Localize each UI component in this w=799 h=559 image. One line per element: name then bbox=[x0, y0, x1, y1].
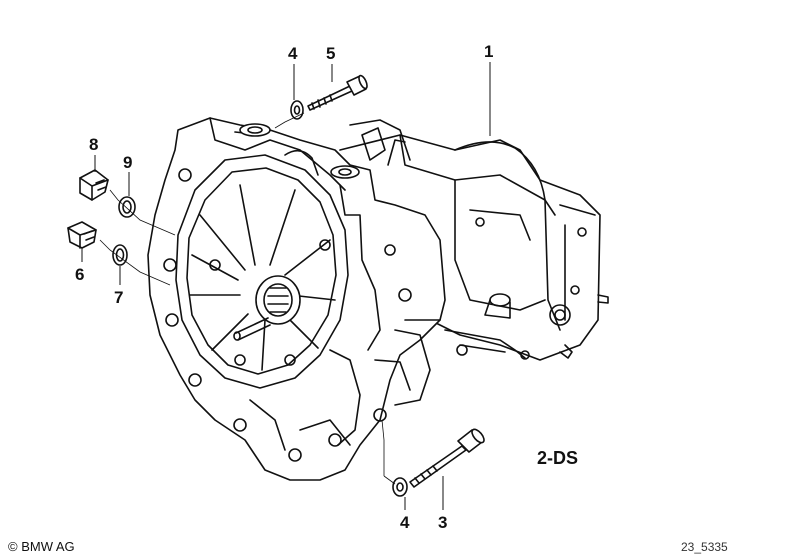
seal-ring-lower bbox=[112, 244, 128, 266]
washer-bottom bbox=[392, 477, 408, 497]
seal-ring-upper bbox=[118, 196, 136, 218]
callout-9: 9 bbox=[123, 153, 133, 172]
callout-8: 8 bbox=[89, 135, 99, 154]
copyright-notice: © BMW AG bbox=[8, 539, 75, 554]
figure-id: 23_5335 bbox=[681, 540, 728, 554]
callout-6: 6 bbox=[75, 265, 85, 284]
callout-1: 1 bbox=[484, 42, 494, 61]
plug-lower bbox=[67, 221, 97, 249]
variant-label: 2-DS bbox=[537, 448, 579, 468]
callout-7: 7 bbox=[114, 288, 124, 307]
callout-4-bottom: 4 bbox=[400, 513, 410, 532]
assembly-lines bbox=[99, 112, 396, 485]
callout-5: 5 bbox=[326, 44, 336, 63]
gearbox-housing bbox=[147, 117, 609, 481]
callout-4-top: 4 bbox=[288, 44, 298, 63]
leader-lines bbox=[81, 62, 491, 510]
plug-upper bbox=[79, 169, 109, 201]
bolt-top bbox=[307, 74, 368, 111]
bolt-bottom bbox=[409, 428, 485, 488]
callout-3: 3 bbox=[438, 513, 448, 532]
